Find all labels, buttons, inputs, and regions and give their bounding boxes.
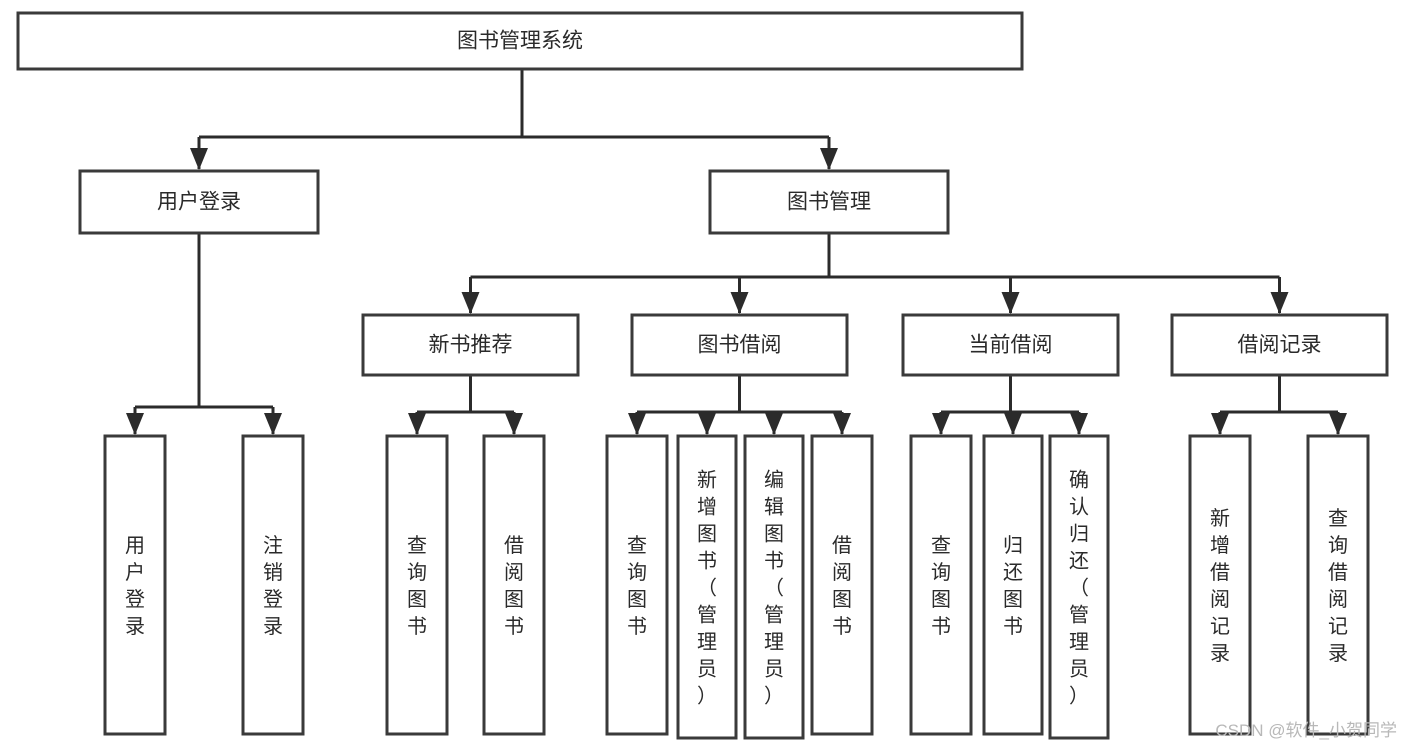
leaf-node-6[interactable]: 编辑图书（管理员） (743, 434, 805, 740)
level3-node-3-box[interactable] (1170, 313, 1389, 377)
level3-node-2[interactable]: 当前借阅 (901, 313, 1120, 377)
level3-node-3[interactable]: 借阅记录 (1170, 313, 1389, 377)
leaf-node-4-label: 查询图书 (627, 534, 647, 638)
level3-node-3-label: 借阅记录 (1238, 334, 1322, 357)
arrowhead-icon (190, 148, 208, 170)
root-node[interactable]: 图书管理系统 (16, 11, 1024, 71)
leaf-node-11[interactable]: 新增借阅记录 (1188, 434, 1252, 736)
leaf-node-4-box[interactable] (605, 434, 669, 736)
root-node-box[interactable] (16, 11, 1024, 71)
level2-node-1[interactable]: 图书管理 (708, 169, 950, 235)
leaf-node-1-label: 注销登录 (263, 534, 283, 638)
level2-node-1-label: 图书管理 (787, 191, 871, 214)
level3-node-2-box[interactable] (901, 313, 1120, 377)
root-node-label: 图书管理系统 (457, 30, 583, 53)
leaf-node-9-box[interactable] (982, 434, 1044, 736)
arrowhead-icon (765, 413, 783, 435)
arrowhead-icon (1004, 413, 1022, 435)
level3-node-1-box[interactable] (630, 313, 849, 377)
level3-node-0-box[interactable] (361, 313, 580, 377)
arrowhead-icon (1211, 413, 1229, 435)
arrowhead-icon (1329, 413, 1347, 435)
leaf-node-3[interactable]: 借阅图书 (482, 434, 546, 736)
leaf-node-7-box[interactable] (810, 434, 874, 736)
level3-node-1-label: 图书借阅 (698, 334, 782, 357)
arrowhead-icon (820, 148, 838, 170)
leaf-node-8-box[interactable] (909, 434, 973, 736)
leaf-node-4[interactable]: 查询图书 (605, 434, 669, 736)
arrowhead-icon (698, 413, 716, 435)
level3-node-0[interactable]: 新书推荐 (361, 313, 580, 377)
leaf-node-2-label: 查询图书 (407, 534, 427, 638)
leaf-node-2[interactable]: 查询图书 (385, 434, 449, 736)
leaf-node-12[interactable]: 查询借阅记录 (1306, 434, 1370, 736)
leaf-node-6-box[interactable] (743, 434, 805, 740)
leaf-node-8[interactable]: 查询图书 (909, 434, 973, 736)
arrowhead-icon (505, 413, 523, 435)
leaf-node-0[interactable]: 用户登录 (103, 434, 167, 736)
arrowhead-icon (1001, 292, 1020, 314)
leaf-node-12-label: 查询借阅记录 (1328, 507, 1348, 665)
level3-node-2-label: 当前借阅 (969, 334, 1053, 357)
leaf-node-0-box[interactable] (103, 434, 167, 736)
leaf-node-9[interactable]: 归还图书 (982, 434, 1044, 736)
arrowhead-icon (932, 413, 950, 435)
leaf-node-5-label: 新增图书（管理员） (697, 469, 717, 708)
arrowhead-icon (461, 292, 480, 314)
leaf-node-10-label: 确认归还（管理员） (1069, 469, 1089, 708)
leaf-node-10-box[interactable] (1048, 434, 1110, 740)
leaf-node-10[interactable]: 确认归还（管理员） (1048, 434, 1110, 740)
arrowhead-icon (264, 413, 282, 435)
level2-node-0-label: 用户登录 (157, 191, 241, 214)
arrowhead-icon (408, 413, 426, 435)
leaf-node-1[interactable]: 注销登录 (241, 434, 305, 736)
arrowhead-icon (1270, 292, 1289, 314)
arrowhead-icon (126, 413, 144, 435)
leaf-node-5-box[interactable] (676, 434, 738, 740)
leaf-node-6-label: 编辑图书（管理员） (764, 469, 784, 708)
leaf-node-3-label: 借阅图书 (504, 534, 524, 638)
leaf-node-3-box[interactable] (482, 434, 546, 736)
leaf-node-0-label: 用户登录 (125, 535, 145, 638)
arrowhead-icon (1070, 413, 1088, 435)
arrowhead-icon (833, 413, 851, 435)
arrowhead-icon (628, 413, 646, 435)
leaf-node-11-label: 新增借阅记录 (1210, 507, 1230, 665)
level2-node-0-box[interactable] (78, 169, 320, 235)
leaf-node-5[interactable]: 新增图书（管理员） (676, 434, 738, 740)
leaf-node-11-box[interactable] (1188, 434, 1252, 736)
level2-node-1-box[interactable] (708, 169, 950, 235)
leaf-node-9-label: 归还图书 (1003, 534, 1023, 638)
leaf-node-1-box[interactable] (241, 434, 305, 736)
leaf-node-8-label: 查询图书 (931, 534, 951, 638)
level3-node-1[interactable]: 图书借阅 (630, 313, 849, 377)
leaf-node-12-box[interactable] (1306, 434, 1370, 736)
connector-layer (126, 69, 1347, 435)
leaf-node-2-box[interactable] (385, 434, 449, 736)
level3-node-0-label: 新书推荐 (429, 334, 513, 357)
level2-node-0[interactable]: 用户登录 (78, 169, 320, 235)
arrowhead-icon (730, 292, 749, 314)
node-layer: 图书管理系统用户登录图书管理新书推荐图书借阅当前借阅借阅记录用户登录注销登录查询… (16, 11, 1389, 740)
leaf-node-7-label: 借阅图书 (832, 534, 852, 638)
leaf-node-7[interactable]: 借阅图书 (810, 434, 874, 736)
